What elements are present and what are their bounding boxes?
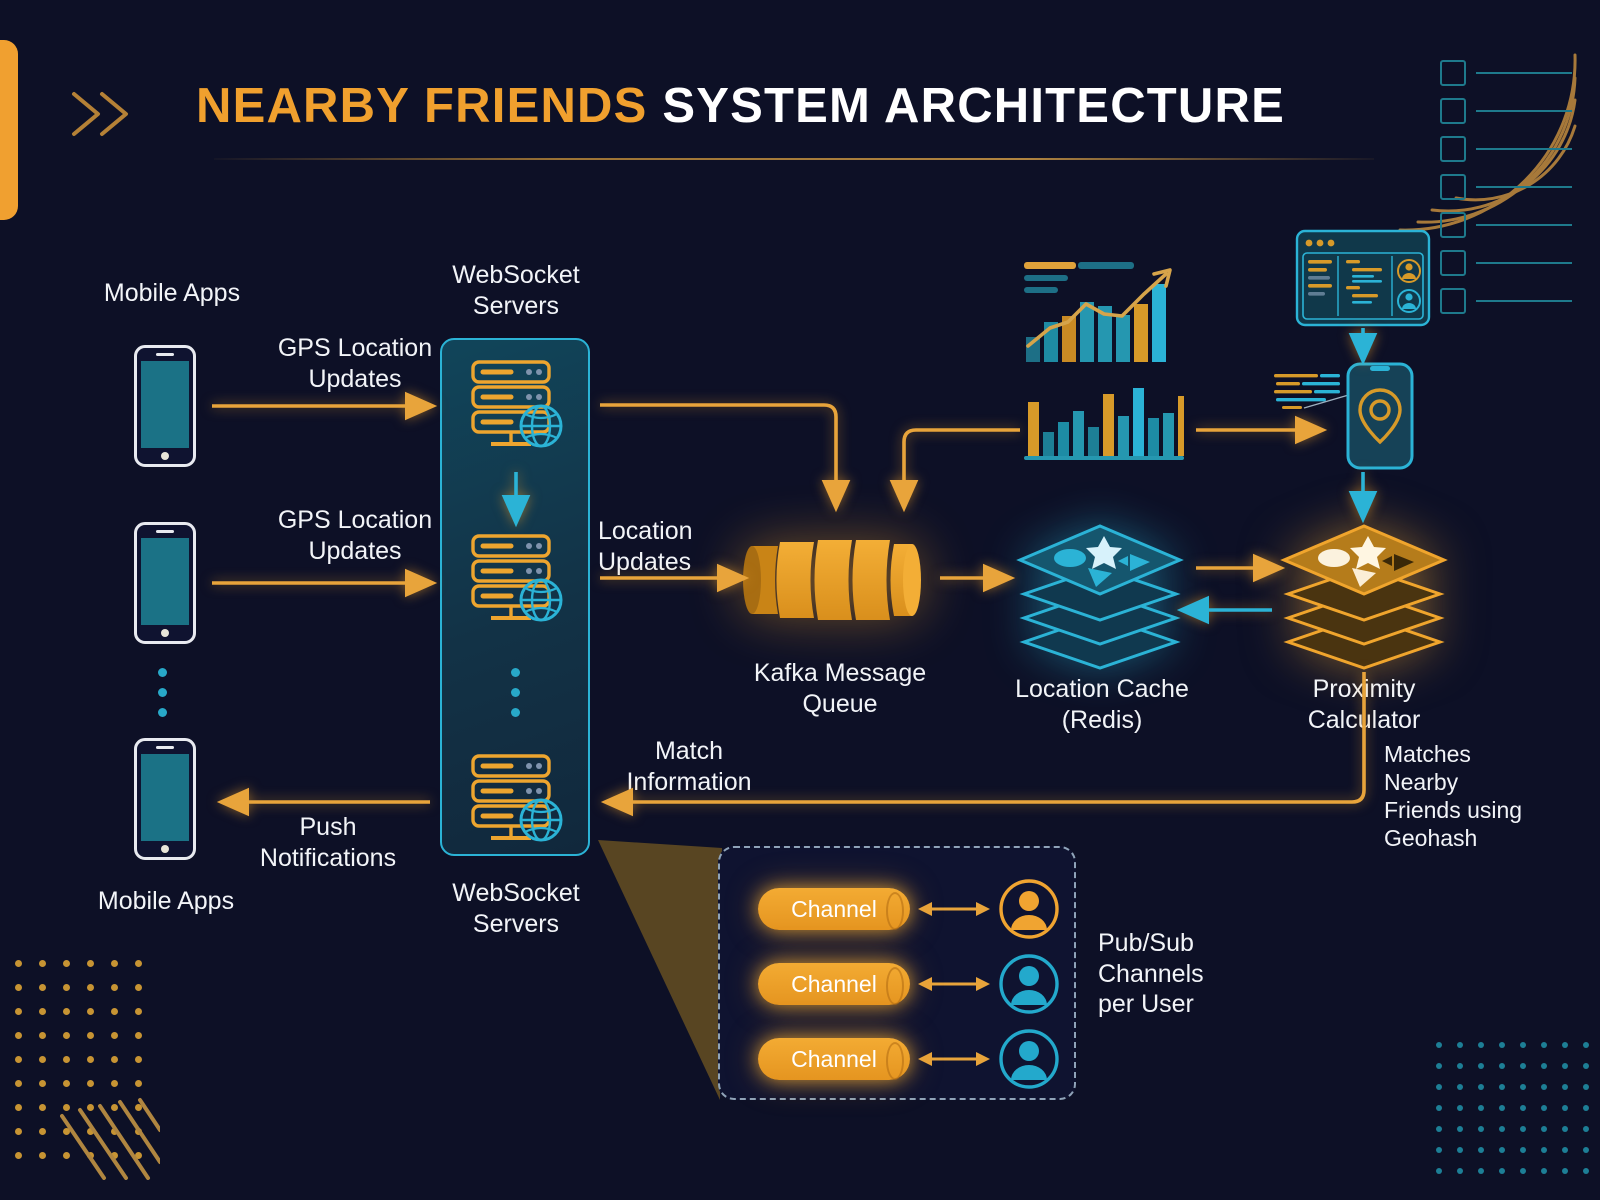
server-rack-icon-3 [465,750,569,854]
decorative-dot-grid-teal [1428,1042,1596,1189]
layer-stack-icon-proximity [1276,520,1452,670]
servers-ellipsis [511,668,520,717]
page-title: NEARBY FRIENDS SYSTEM ARCHITECTURE [196,78,1285,134]
decorative-diagonal-stripes [60,1070,160,1180]
annotation-geohash: Matches Nearby Friends using Geohash [1384,741,1523,852]
label-kafka-queue: Kafka Message Queue [753,659,927,718]
bidirectional-arrow-icon [918,1052,990,1066]
pubsub-row-2: Channel [758,953,1060,1015]
user-avatar-icon [1397,259,1421,283]
user-avatar-icon-3 [999,1029,1059,1089]
bidirectional-arrow-icon [918,902,990,916]
label-websocket-servers-bottom: WebSocket Servers [452,879,580,938]
map-pin-phone-icon [1272,362,1442,477]
annotation-pubsub: Pub/Sub Channels per User [1098,929,1204,1018]
pubsub-row-1: Channel [758,878,1060,940]
server-rack-icon-1 [465,356,569,460]
channel-pill-2[interactable]: Channel [758,963,910,1005]
globe-icon [519,798,563,842]
label-mobile-apps-bottom: Mobile Apps [97,887,235,915]
edge-label-gps-updates-2: GPS Location Updates [277,506,433,565]
channel-pill-3[interactable]: Channel [758,1038,910,1080]
mobile-phone-1 [134,345,196,467]
mobile-phone-2 [134,522,196,644]
dashboard-window-icon [1295,229,1431,331]
edge-label-match-information: Match Information [626,737,752,796]
label-websocket-servers-top: WebSocket Servers [452,261,580,320]
channel-label: Channel [791,1045,877,1072]
edge-label-gps-updates-1: GPS Location Updates [277,334,433,393]
title-divider [214,158,1374,160]
pubsub-zoom-cone [560,800,760,1100]
globe-icon [519,404,563,448]
label-location-cache: Location Cache (Redis) [1015,675,1189,734]
left-accent-tab [0,40,18,220]
title-highlight: NEARBY FRIENDS [196,79,648,133]
layer-stack-icon-cache [1012,520,1188,670]
user-avatar-icon [1397,289,1421,313]
pubsub-row-3: Channel [758,1028,1060,1090]
channel-pill-1[interactable]: Channel [758,888,910,930]
kafka-queue-icon [740,520,940,640]
growth-chart-icon [1020,258,1186,369]
channel-label: Channel [791,970,877,997]
label-mobile-apps-top: Mobile Apps [103,279,241,307]
title-rest: SYSTEM ARCHITECTURE [662,79,1285,133]
edge-label-push-notifications: Push Notifications [259,813,397,872]
server-rack-icon-2 [465,530,569,634]
channel-label: Channel [791,895,877,922]
user-avatar-icon-1 [999,879,1059,939]
chevron-double-right-icon [68,86,138,142]
bidirectional-arrow-icon [918,977,990,991]
bar-chart-icon [1022,386,1184,469]
edge-label-location-updates: Location Updates [598,517,693,576]
user-avatar-icon-2 [999,954,1059,1014]
websocket-servers-panel [440,338,590,856]
globe-icon [519,578,563,622]
decorative-dot-grid-gold [6,960,150,1176]
decorative-square-list [1440,60,1572,326]
phones-ellipsis [158,668,167,717]
mobile-phone-3 [134,738,196,860]
